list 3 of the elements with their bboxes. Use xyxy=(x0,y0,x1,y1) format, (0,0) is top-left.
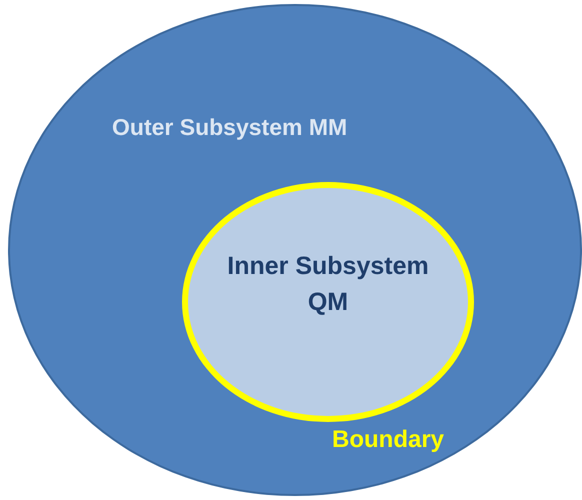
region-label: Inner Subsystem QM xyxy=(226,251,430,318)
region-label: Outer Subsystem MM xyxy=(112,114,348,141)
boundary-label: Boundary xyxy=(332,426,444,454)
